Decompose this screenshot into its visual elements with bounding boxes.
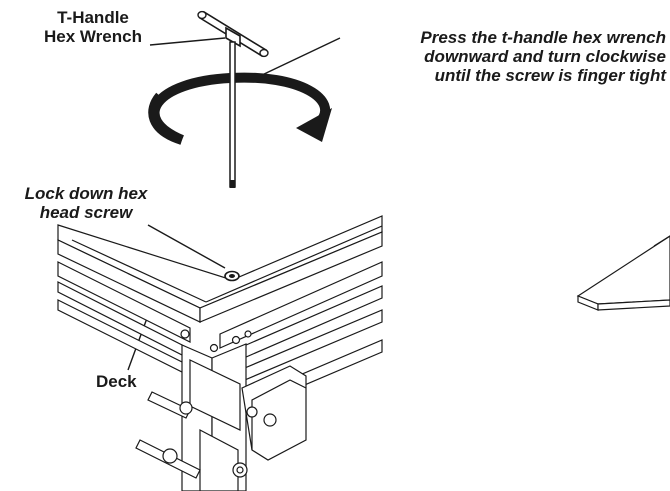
lock-screw-label: Lock down hex head screw <box>2 184 170 222</box>
adjacent-deck-partial <box>576 235 670 311</box>
deck-frame <box>57 215 383 491</box>
t-handle-label-line1: T-Handle <box>57 8 129 27</box>
deck-label: Deck <box>96 372 137 391</box>
instruction-line1: Press the t-handle hex wrench <box>420 28 666 47</box>
t-handle-label-line2: Hex Wrench <box>44 27 142 46</box>
clockwise-rotation-arrow-icon <box>148 72 332 145</box>
instruction-label: Press the t-handle hex wrench downward a… <box>340 28 666 85</box>
t-handle-label: T-Handle Hex Wrench <box>18 8 168 46</box>
instruction-line3: until the screw is finger tight <box>434 66 666 85</box>
instruction-line2: downward and turn clockwise <box>424 47 666 66</box>
t-handle-hex-wrench-icon <box>197 10 269 188</box>
lock-screw-line1: Lock down hex <box>24 184 148 203</box>
lock-screw-line2: head screw <box>39 203 133 222</box>
deck-label-text: Deck <box>96 372 137 391</box>
hex-head-screw-icon <box>224 270 240 282</box>
